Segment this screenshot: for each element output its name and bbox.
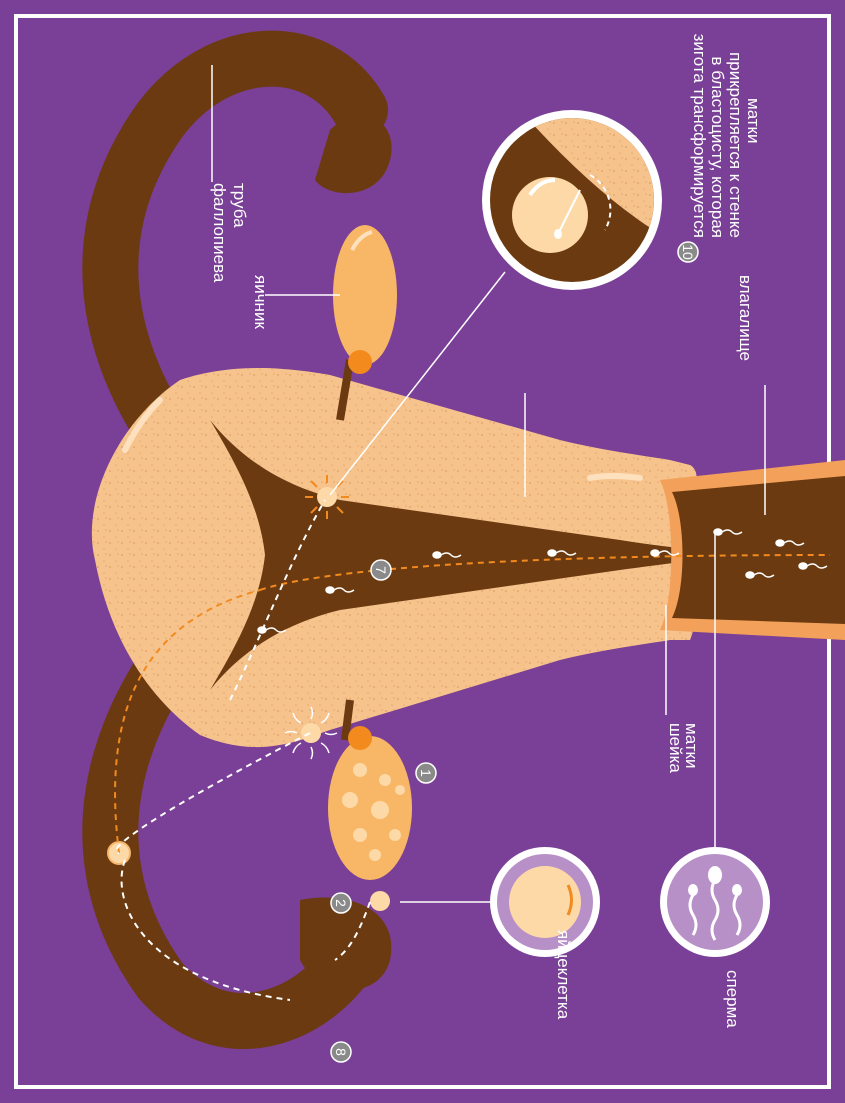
svg-text:влагалище: влагалище	[736, 275, 755, 361]
ovary-stem-bottom	[348, 726, 372, 750]
svg-text:2: 2	[333, 899, 349, 907]
released-egg	[370, 891, 390, 911]
zygote-burst-top	[305, 475, 349, 519]
svg-text:яичник: яичник	[251, 275, 270, 329]
svg-text:труба: труба	[230, 183, 249, 228]
ovary-label: яичник	[251, 275, 270, 329]
egg-label: яйцеклетка	[554, 930, 573, 1020]
step-badge-8: 8	[331, 1042, 351, 1062]
sperm-zoom	[660, 847, 770, 957]
svg-text:яйцеклетка: яйцеклетка	[554, 930, 573, 1020]
svg-text:1: 1	[418, 769, 434, 777]
vagina-label: влагалище	[736, 275, 755, 361]
svg-text:10: 10	[680, 244, 696, 260]
svg-text:сперма: сперма	[723, 970, 742, 1028]
sperm-label: сперма	[723, 970, 742, 1028]
step-badge-2: 2	[331, 893, 351, 913]
highlight	[590, 476, 640, 478]
svg-text:8: 8	[333, 1048, 349, 1056]
svg-text:7: 7	[373, 566, 389, 574]
svg-text:зигота трансформируется: зигота трансформируется	[690, 34, 709, 238]
ovary-top	[333, 225, 397, 365]
ovary-stem-top	[348, 350, 372, 374]
step-badge-10: 10	[678, 242, 698, 262]
vagina-canal	[672, 476, 845, 624]
svg-text:в бластоцисту, которая: в бластоцисту, которая	[708, 57, 727, 238]
svg-text:прикрепляется к стенке: прикрепляется к стенке	[726, 52, 745, 238]
step-badge-1: 1	[416, 763, 436, 783]
svg-text:фаллопиева: фаллопиева	[210, 183, 229, 283]
egg-zoom	[490, 847, 600, 957]
cervix-label: шейка матки	[666, 723, 701, 773]
svg-text:матки: матки	[744, 98, 763, 144]
step-badge-7: 7	[371, 560, 391, 580]
ovary-bottom	[328, 736, 412, 880]
svg-text:матки: матки	[682, 723, 701, 769]
